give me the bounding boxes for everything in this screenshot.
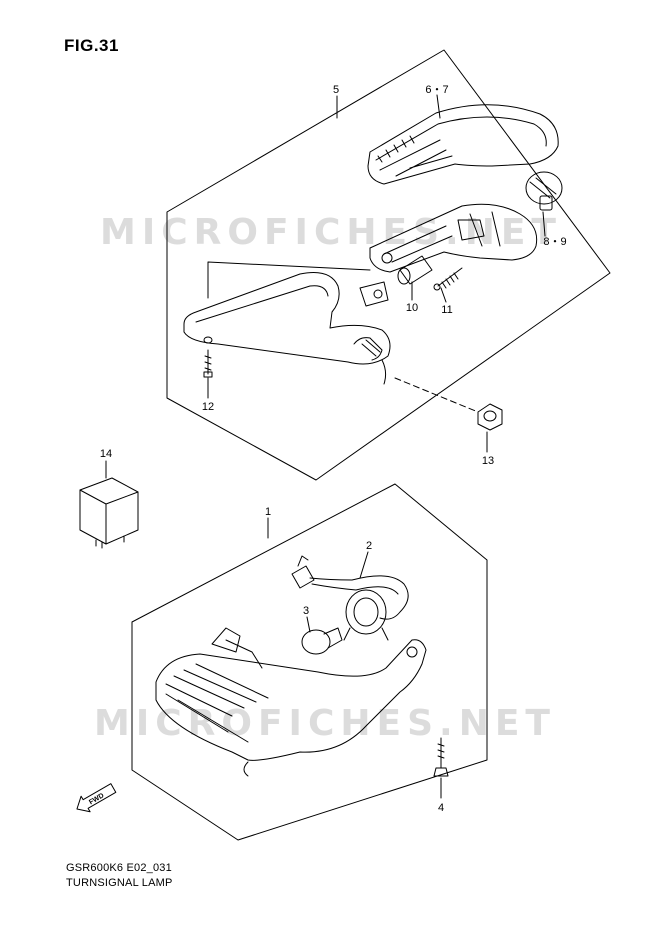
screw-11 — [433, 267, 463, 291]
leader-2 — [359, 551, 369, 579]
leader-11 — [440, 287, 447, 303]
figure-title: FIG.31 — [64, 36, 119, 55]
callout-5: 5 — [332, 84, 340, 96]
screw-12 — [203, 336, 213, 378]
callout-1: 1 — [264, 506, 272, 518]
assembly-1-frame — [131, 483, 488, 841]
socket-10 — [397, 255, 433, 285]
leader-dashed-13 — [394, 377, 479, 413]
leader-6-7 — [436, 94, 441, 119]
lens-cover-6-7 — [367, 104, 559, 185]
callout-14: 14 — [99, 448, 113, 460]
bulb-8-9 — [525, 171, 563, 211]
bulb-socket — [343, 589, 389, 641]
relay-14 — [79, 477, 139, 549]
bracket-arm-5 — [183, 272, 391, 385]
screw-4 — [433, 737, 449, 777]
turnsignal-lens-1 — [155, 627, 427, 777]
callout-11: 11 — [441, 304, 453, 316]
callout-10: 10 — [405, 302, 419, 314]
fwd-arrow-label: FWD — [88, 792, 105, 806]
leader-3 — [306, 616, 311, 633]
bulb-3 — [301, 627, 343, 655]
wiring-harness-2 — [291, 555, 409, 620]
callout-13: 13 — [481, 455, 495, 467]
nut-13 — [477, 403, 503, 431]
callout-4: 4 — [437, 802, 445, 814]
callout-12: 12 — [201, 401, 215, 413]
leader-8-9 — [542, 211, 546, 237]
callout-6-7: 6・7 — [425, 84, 449, 96]
assembly-5-frame — [166, 49, 611, 481]
fwd-arrow-icon — [76, 783, 117, 813]
callout-8-9: 8・9 — [543, 236, 567, 248]
model-code: GSR600K6 E02_031 — [66, 862, 172, 874]
callout-2: 2 — [365, 540, 373, 552]
callout-3: 3 — [302, 605, 310, 617]
section-name: TURNSIGNAL LAMP — [66, 877, 173, 889]
lamp-housing — [369, 203, 538, 273]
